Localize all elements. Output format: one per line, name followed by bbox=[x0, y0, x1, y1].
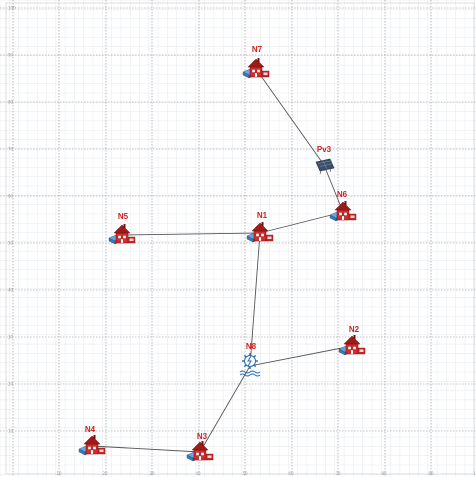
house-with-battery-icon bbox=[329, 201, 357, 222]
edges bbox=[91, 68, 353, 453]
node-n4[interactable]: N4 bbox=[78, 425, 106, 456]
node-label: N7 bbox=[252, 45, 263, 54]
y-tick-label: 50 bbox=[8, 241, 14, 246]
y-tick-label: 10 bbox=[8, 429, 14, 434]
x-tick-label: 60 bbox=[288, 471, 294, 476]
house-with-battery-icon bbox=[186, 441, 214, 462]
node-label: N6 bbox=[337, 190, 348, 199]
x-tick-label: 90 bbox=[428, 471, 434, 476]
x-tick-label: 10 bbox=[56, 471, 62, 476]
solar-panel-icon bbox=[315, 158, 335, 175]
edge-n8-n3 bbox=[199, 365, 251, 453]
house-with-battery-icon bbox=[338, 335, 366, 356]
x-tick-label: 40 bbox=[195, 471, 201, 476]
x-tick-label: 50 bbox=[242, 471, 248, 476]
y-tick-label: 90 bbox=[8, 53, 14, 58]
node-n6[interactable]: N6 bbox=[329, 190, 357, 222]
edge-n8-n2 bbox=[249, 345, 353, 367]
y-tick-label: 30 bbox=[8, 335, 14, 340]
x-tick-label: 20 bbox=[102, 471, 108, 476]
edge-pv3-n6 bbox=[323, 164, 344, 213]
x-tick-label: 70 bbox=[335, 471, 341, 476]
x-tick-label: 80 bbox=[381, 471, 387, 476]
node-label: N1 bbox=[257, 211, 268, 220]
house-with-battery-icon bbox=[78, 435, 106, 456]
node-label: N2 bbox=[349, 325, 360, 334]
y-tick-label: 20 bbox=[8, 382, 14, 387]
y-tick-label: 40 bbox=[8, 288, 14, 293]
edge-n6-n1 bbox=[259, 211, 344, 234]
node-n3[interactable]: N3 bbox=[186, 432, 214, 462]
house-with-battery-icon bbox=[108, 224, 136, 245]
edge-n7-pv3 bbox=[255, 68, 325, 166]
node-label: N8 bbox=[246, 342, 257, 351]
y-tick-label: 60 bbox=[8, 194, 14, 199]
y-tick-label: 70 bbox=[8, 147, 14, 152]
node-label: Pv3 bbox=[317, 145, 332, 154]
x-tick-label: 100 bbox=[473, 471, 476, 476]
node-n7[interactable]: N7 bbox=[242, 45, 270, 79]
house-with-battery-icon bbox=[242, 58, 270, 79]
node-pv3[interactable]: Pv3 bbox=[315, 145, 335, 175]
edge-n5-n1 bbox=[121, 232, 261, 236]
node-label: N4 bbox=[85, 425, 96, 434]
node-n1[interactable]: N1 bbox=[246, 211, 274, 243]
node-n5[interactable]: N5 bbox=[108, 212, 136, 245]
y-tick-label: 100 bbox=[8, 6, 16, 11]
house-with-battery-icon bbox=[246, 222, 274, 243]
edge-n1-n8 bbox=[249, 232, 261, 367]
x-tick-label: 30 bbox=[149, 471, 155, 476]
hydro-generator-icon bbox=[239, 353, 261, 377]
node-n2[interactable]: N2 bbox=[338, 325, 366, 356]
node-label: N3 bbox=[197, 432, 208, 441]
node-n8[interactable]: N8 bbox=[239, 342, 261, 377]
edge-n3-n4 bbox=[91, 445, 201, 453]
node-label: N5 bbox=[118, 212, 129, 221]
y-tick-label: 80 bbox=[8, 100, 14, 105]
axis-ticks: 10 20 30 40 50 60 70 80 90 100 10 20 30 40 50 60 70 80 90 1… bbox=[8, 6, 476, 477]
